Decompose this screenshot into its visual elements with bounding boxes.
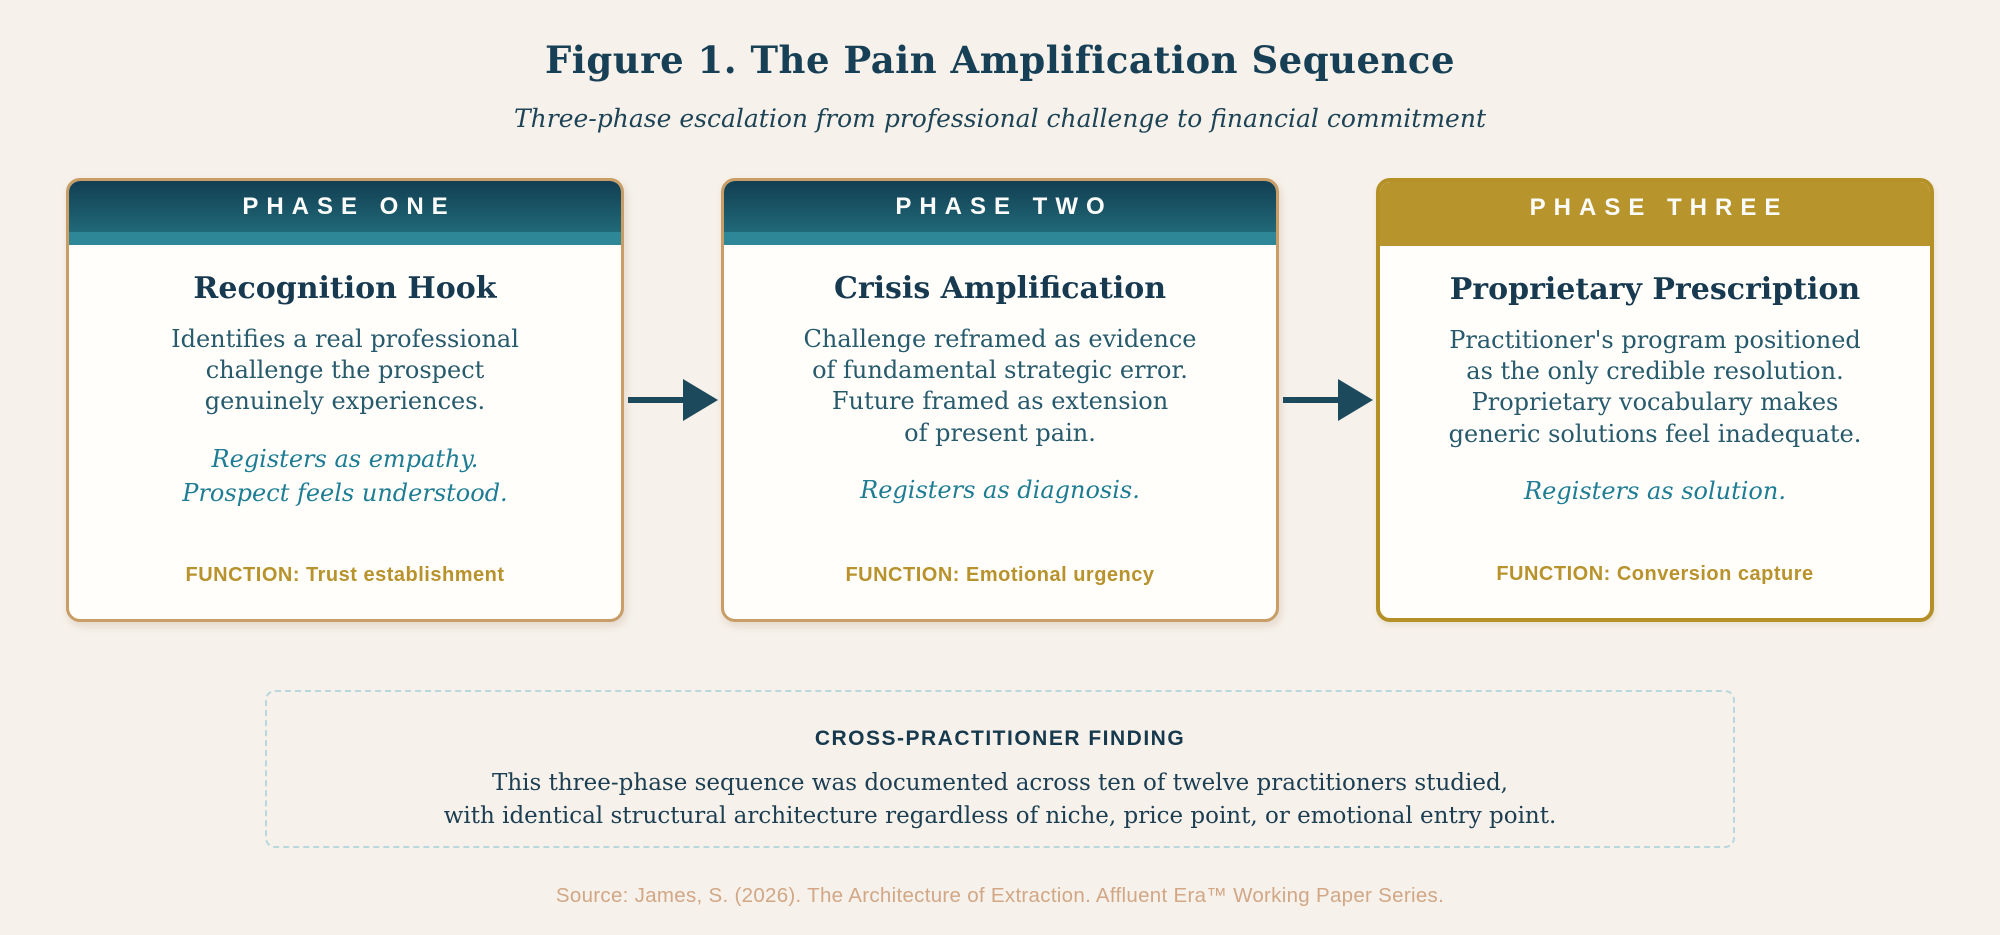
phase-one-card: PHASE ONE Recognition Hook Identifies a …	[66, 178, 624, 622]
phase-one-register-note: Registers as empathy. Prospect feels und…	[182, 444, 508, 508]
phase-sequence: PHASE ONE Recognition Hook Identifies a …	[66, 178, 1934, 622]
phase-two-label: PHASE TWO	[895, 192, 1113, 220]
phase-two-card: PHASE TWO Crisis Amplification Challenge…	[721, 178, 1279, 622]
phase-one-header: PHASE ONE	[69, 181, 621, 245]
arrow-line	[627, 397, 683, 403]
arrow-line	[1282, 397, 1338, 403]
phase-two-header: PHASE TWO	[724, 181, 1276, 245]
phase-three-card: PHASE THREE Proprietary Prescription Pra…	[1376, 178, 1934, 622]
phase-one-title: Recognition Hook	[193, 271, 497, 306]
arrow-phase2-to-phase3	[1282, 379, 1373, 421]
phase-one-label: PHASE ONE	[242, 192, 456, 220]
phase-two-description: Challenge reframed as evidence of fundam…	[803, 325, 1197, 447]
source-citation: Source: James, S. (2026). The Architectu…	[555, 884, 1445, 907]
phase-three-label: PHASE THREE	[1529, 193, 1789, 221]
cross-practitioner-finding-box: CROSS-PRACTITIONER FINDING This three-ph…	[265, 690, 1735, 848]
phase-one-body: Recognition Hook Identifies a real profe…	[69, 245, 621, 619]
phase-two-body: Crisis Amplification Challenge reframed …	[724, 245, 1276, 619]
phase-three-register-note: Registers as solution.	[1524, 476, 1786, 505]
finding-body: This three-phase sequence was documented…	[443, 770, 1557, 829]
figure-subtitle: Three-phase escalation from professional…	[514, 104, 1486, 133]
phase-two-title: Crisis Amplification	[833, 271, 1167, 306]
finding-heading: CROSS-PRACTITIONER FINDING	[814, 727, 1186, 750]
title-block: Figure 1. The Pain Amplification Sequenc…	[0, 0, 2000, 133]
arrow-head-icon	[682, 379, 718, 421]
figure-title: Figure 1. The Pain Amplification Sequenc…	[545, 38, 1455, 82]
phase-three-function: FUNCTION: Conversion capture	[1496, 563, 1814, 585]
phase-three-description: Practitioner's program positioned as the…	[1448, 326, 1862, 448]
arrow-phase1-to-phase2	[627, 379, 718, 421]
phase-one-function: FUNCTION: Trust establishment	[185, 564, 505, 586]
phase-two-function: FUNCTION: Emotional urgency	[845, 564, 1155, 586]
phase-one-description: Identifies a real professional challenge…	[171, 325, 519, 416]
phase-three-body: Proprietary Prescription Practitioner's …	[1380, 246, 1930, 618]
phase-three-title: Proprietary Prescription	[1449, 272, 1861, 307]
phase-two-register-note: Registers as diagnosis.	[860, 475, 1140, 504]
arrow-head-icon	[1337, 379, 1373, 421]
phase-three-header: PHASE THREE	[1380, 182, 1930, 246]
